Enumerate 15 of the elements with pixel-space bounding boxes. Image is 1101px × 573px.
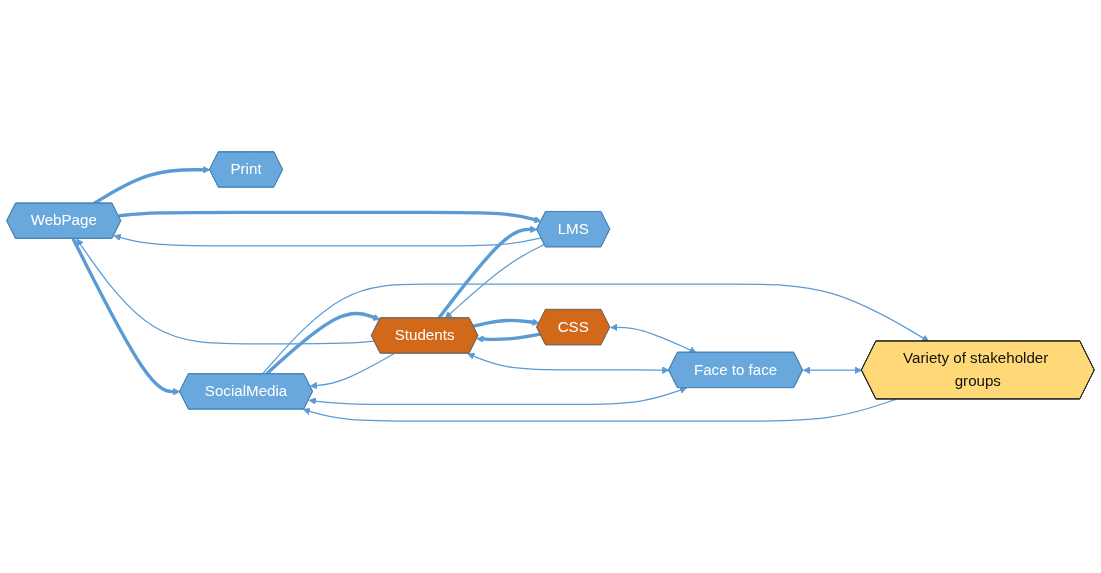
arrow [302, 398, 897, 422]
arrow [610, 323, 697, 354]
arrow [802, 366, 863, 374]
arrow [93, 166, 211, 205]
arrow [76, 238, 375, 345]
arrow [113, 233, 542, 247]
arrow [71, 238, 181, 396]
arrow [476, 332, 541, 343]
arrow [118, 210, 542, 224]
arrow [308, 386, 687, 406]
arrow [261, 283, 930, 375]
arrow [444, 243, 546, 319]
arrow [472, 318, 540, 328]
arrow [309, 352, 395, 390]
arrow [467, 352, 670, 374]
